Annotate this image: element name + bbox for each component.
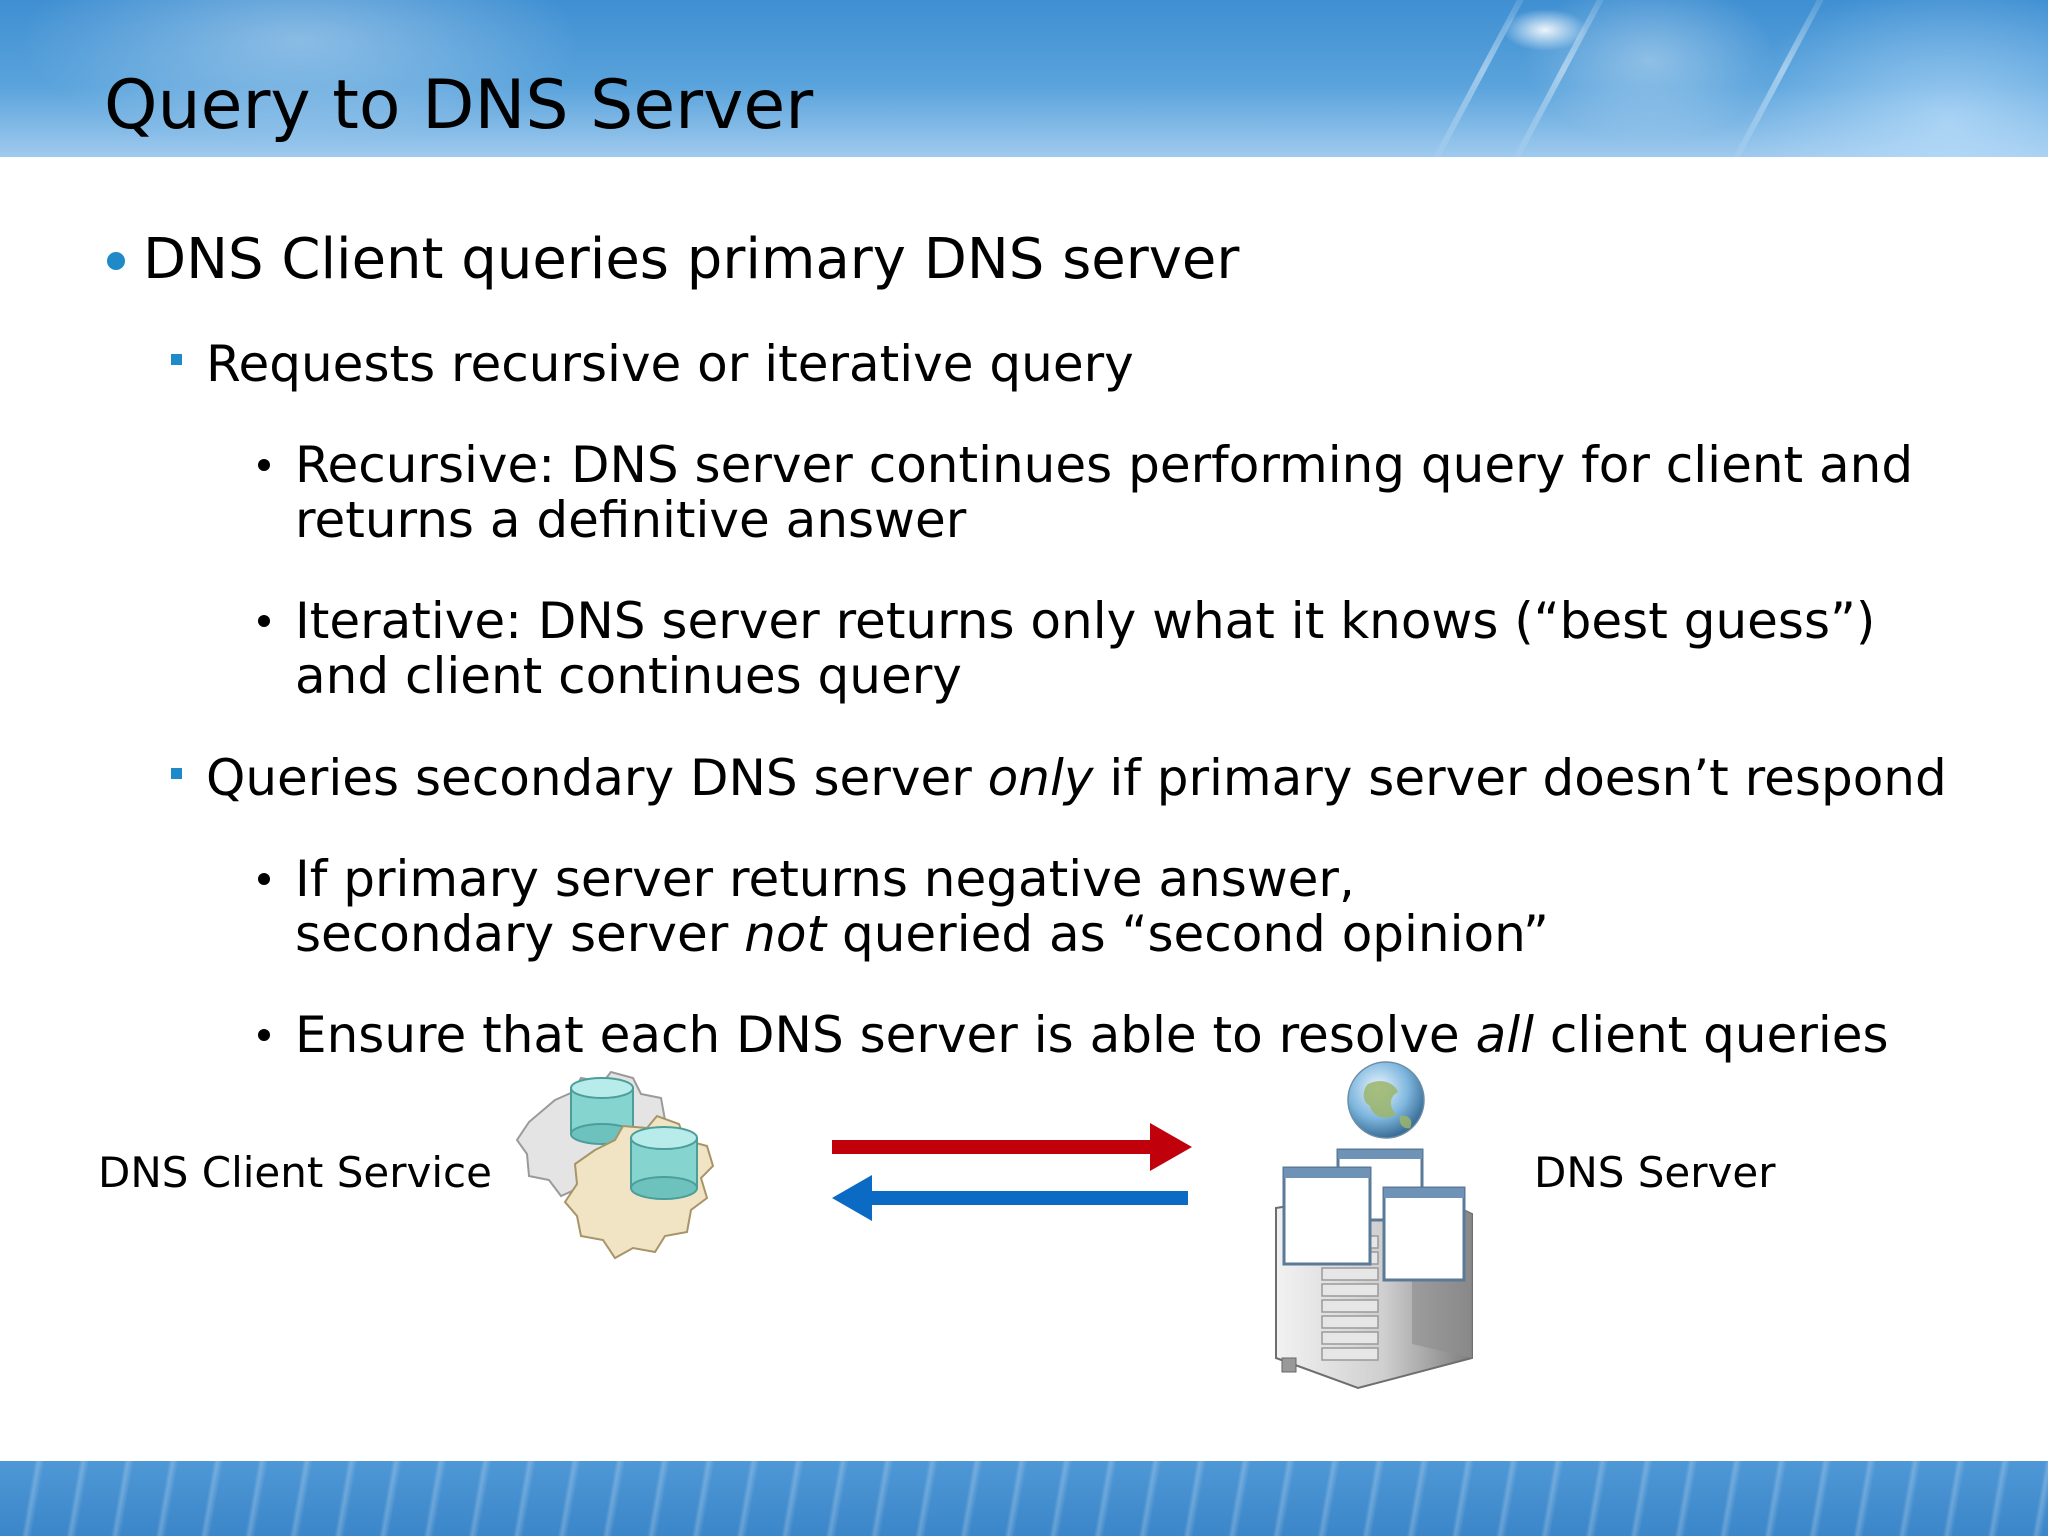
bullet-small-icon: [258, 615, 270, 627]
bullet-secondary-server: Queries secondary DNS server only if pri…: [206, 750, 1947, 806]
bullet-dot-icon: [107, 252, 125, 270]
gears-database-icon: [515, 1070, 715, 1260]
bullet-negative-line2: secondary server not queried as “second …: [295, 906, 1549, 962]
text-run: secondary server: [295, 905, 745, 963]
text-run: queried as “second opinion”: [826, 905, 1549, 963]
response-arrow: [832, 1175, 1188, 1221]
server-globe-icon: [1275, 1061, 1473, 1390]
emphasis-text: only: [987, 749, 1094, 807]
bullet-small-icon: [258, 873, 270, 885]
header-band: [0, 0, 2048, 157]
bullet-ensure-resolve: Ensure that each DNS server is able to r…: [295, 1007, 1889, 1063]
bullet-recursive-line1: Recursive: DNS server continues performi…: [295, 436, 1914, 494]
header-light-streak: [1728, 0, 1838, 157]
bullet-primary-query: DNS Client queries primary DNS server: [143, 227, 1240, 292]
server-label: DNS Server: [1534, 1148, 1776, 1197]
bullet-square-icon: [171, 768, 182, 779]
bullet-small-icon: [258, 459, 270, 471]
bullet-iterative-line1: Iterative: DNS server returns only what …: [295, 592, 1876, 650]
header-light-streak: [1428, 0, 1538, 157]
window-panels: [1282, 1148, 1466, 1282]
text-run: if primary server doesn’t respond: [1093, 749, 1947, 807]
emphasis-text: all: [1475, 1006, 1535, 1064]
footer-band: [0, 1461, 2048, 1536]
bullet-square-icon: [171, 354, 182, 365]
bullet-small-icon: [258, 1029, 270, 1041]
text-run: client queries: [1534, 1006, 1889, 1064]
bullet-recursive-or-iterative: Requests recursive or iterative query: [206, 335, 1134, 393]
request-arrow: [832, 1123, 1192, 1171]
text-run: Ensure that each DNS server is able to r…: [295, 1006, 1476, 1064]
bullet-iterative-line2: and client continues query: [295, 647, 962, 705]
slide-title: Query to DNS Server: [104, 66, 814, 145]
client-label: DNS Client Service: [98, 1148, 492, 1197]
bullet-negative-line1: If primary server returns negative answe…: [295, 850, 1355, 908]
bullet-recursive-line2: returns a definitive answer: [295, 491, 967, 549]
text-run: Queries secondary DNS server: [206, 749, 988, 807]
emphasis-text: not: [744, 905, 827, 963]
header-light-streak: [1508, 0, 1618, 157]
query-arrows: [832, 1123, 1192, 1221]
